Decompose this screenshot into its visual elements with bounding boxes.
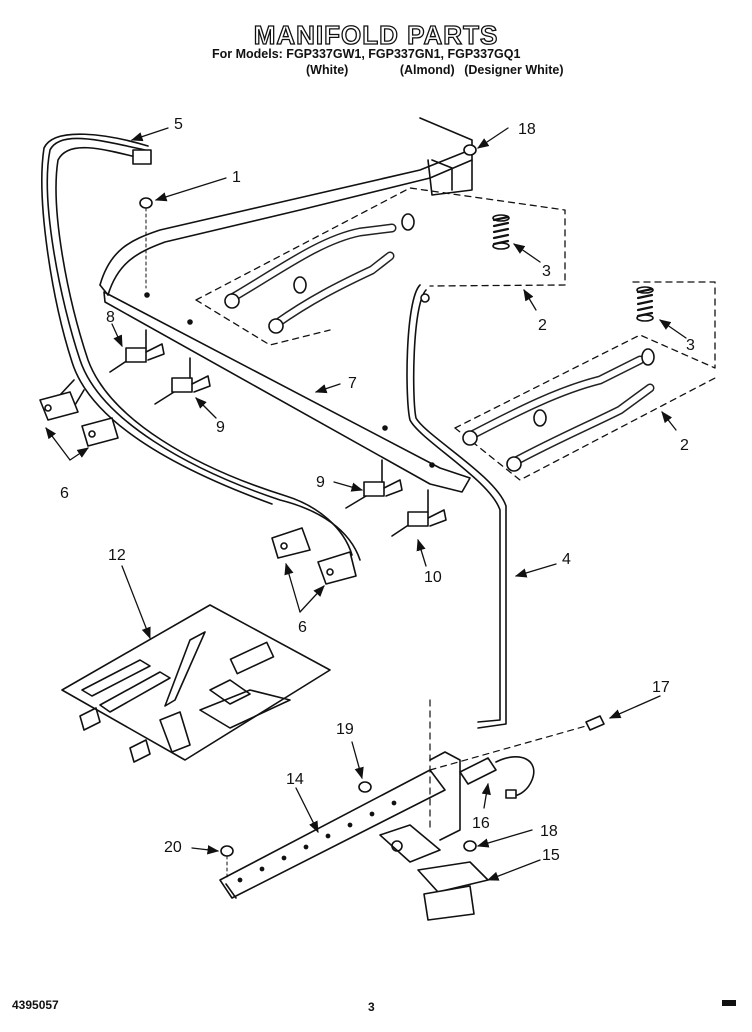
- orifice-part-17: [429, 715, 605, 771]
- manifold-frame-part-7: [99, 117, 473, 493]
- callout-6-lower: 6: [298, 619, 307, 636]
- variant-almond: (Almond): [399, 63, 455, 77]
- callout-17: 17: [652, 679, 670, 696]
- footer-mark: [722, 1000, 736, 1006]
- spring-part-3-upper: [492, 214, 510, 250]
- callout-14: 14: [286, 771, 304, 788]
- callout-1: 1: [232, 169, 241, 186]
- callout-2-upper: 2: [538, 317, 547, 334]
- callout-9-right: 9: [316, 474, 325, 491]
- callout-8: 8: [106, 309, 115, 326]
- callout-19: 19: [336, 721, 354, 738]
- valve-part-10: [391, 489, 447, 537]
- variant-designer-white: (Designer White): [464, 63, 564, 77]
- gas-tube-part-4: [406, 284, 507, 729]
- callout-12: 12: [108, 547, 126, 564]
- callout-16: 16: [472, 815, 490, 832]
- wire-harness-part-5: [41, 133, 361, 561]
- screw-part-18-top: [463, 144, 477, 156]
- upper-burner-assembly: [195, 187, 566, 346]
- bracket-part-15: [379, 699, 489, 921]
- broil-burner-part-14: [219, 751, 461, 899]
- model-variants: (White) (Almond) (Designer White): [306, 63, 564, 77]
- callout-3-upper: 3: [542, 263, 551, 280]
- callout-3-lower: 3: [686, 337, 695, 354]
- callout-4: 4: [562, 551, 571, 568]
- spring-part-3-lower: [636, 286, 654, 322]
- callout-6-left: 6: [60, 485, 69, 502]
- page-title: MANIFOLD PARTS: [253, 19, 499, 50]
- screw-part-20: [220, 845, 234, 881]
- heat-shield-part-12: [61, 604, 331, 763]
- callout-9-left: 9: [216, 419, 225, 436]
- bracket-part-6-group: [39, 391, 357, 585]
- screw-part-19: [358, 781, 372, 793]
- valve-part-9-left: [154, 357, 211, 405]
- leader-arrows: [45, 127, 687, 881]
- screw-part-1: [139, 197, 153, 289]
- lower-burner-assembly: [454, 281, 716, 481]
- valve-part-9-right: [345, 459, 403, 509]
- igniter-part-16: [459, 756, 535, 799]
- callout-20: 20: [164, 839, 182, 856]
- callout-18-top: 18: [518, 121, 536, 138]
- callout-15: 15: [542, 847, 560, 864]
- callout-2-lower: 2: [680, 437, 689, 454]
- callout-labels: 1 2 2 3 3 4 5 6 6 7 8 9 9 10 12 14 15 16…: [60, 116, 695, 864]
- document-number: 4395057: [12, 998, 59, 1012]
- models-line: For Models: FGP337GW1, FGP337GN1, FGP337…: [212, 47, 521, 61]
- callout-5: 5: [174, 116, 183, 133]
- valve-part-8: [109, 329, 165, 373]
- callout-18-bottom: 18: [540, 823, 558, 840]
- page-number: 3: [368, 1000, 375, 1014]
- variant-white: (White): [306, 63, 349, 77]
- callout-7: 7: [348, 375, 357, 392]
- callout-10: 10: [424, 569, 442, 586]
